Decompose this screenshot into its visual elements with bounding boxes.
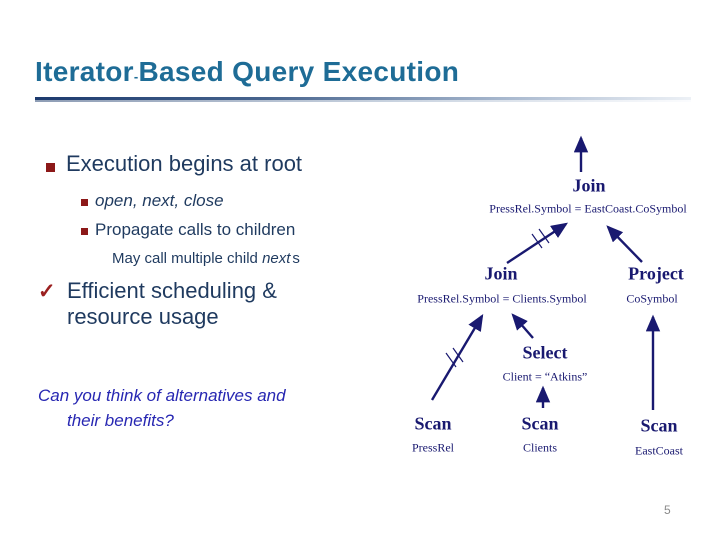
efficient-line1: Efficient scheduling &	[67, 278, 277, 303]
note-italic-next: next	[262, 250, 291, 267]
bullet-square-icon	[46, 163, 55, 172]
node-join-top: Join	[572, 175, 606, 196]
caption-project: CoSymbol	[626, 291, 678, 306]
bullet-efficient-scheduling: Efficient scheduling & resource usage	[67, 278, 277, 330]
bullet-execution-begins: Execution begins at root	[66, 151, 303, 176]
node-join-mid: Join	[484, 263, 518, 284]
question-line1: Can you think of alternatives and	[38, 386, 286, 405]
break-mark-icon	[531, 233, 543, 249]
sub-bullet-open-next-close: open, next, close	[95, 191, 224, 210]
caption-join-mid: PressRel.Symbol = Clients.Symbol	[417, 291, 587, 306]
edge-project-jointop	[606, 225, 643, 263]
query-plan-diagram: Join PressRel.Symbol = EastCoast.CoSymbo…	[390, 110, 720, 480]
slide-title-part1: Iterator	[35, 56, 134, 87]
node-project: Project	[628, 263, 684, 284]
break-mark-icon	[452, 347, 464, 363]
slide-title: Iterator-Based Query Execution	[35, 56, 459, 88]
break-mark-icon	[445, 352, 457, 368]
node-scan-clients: Scan	[521, 413, 559, 434]
slide-title-hyphen: -	[133, 69, 139, 84]
node-scan-pressrel: Scan	[414, 413, 452, 434]
slide-title-part2: Based Query Execution	[138, 56, 460, 87]
question-text: Can you think of alternatives and their …	[38, 383, 286, 433]
note-prefix: May call multiple child	[112, 250, 263, 267]
title-underline-dark	[35, 97, 691, 100]
sub-bullet-propagate: Propagate calls to children	[95, 220, 296, 239]
page-number: 5	[664, 503, 671, 517]
caption-select: Client = “Atkins”	[502, 369, 588, 384]
diagram-arrows	[430, 135, 661, 410]
caption-scan-eastcoast: EastCoast	[635, 443, 683, 458]
bullet-square-icon	[81, 228, 88, 235]
title-underline	[35, 97, 691, 102]
edge-joinmid-jointop	[506, 222, 569, 265]
checkmark-icon: ✓	[38, 280, 56, 303]
caption-scan-pressrel: PressRel	[412, 440, 454, 455]
edge-scanpressrel-joinmid	[430, 313, 484, 401]
bullet-square-icon	[81, 199, 88, 206]
break-mark-icon	[538, 228, 550, 244]
edge-select-joinmid	[511, 313, 534, 339]
caption-scan-clients: Clients	[522, 440, 558, 455]
caption-join-top: PressRel.Symbol = EastCoast.CoSymbol	[489, 201, 687, 216]
title-underline-light	[35, 100, 691, 102]
efficient-line2: resource usage	[67, 304, 219, 329]
note-suffix: s	[292, 250, 300, 267]
question-line2: their benefits?	[67, 411, 174, 430]
node-select: Select	[522, 342, 568, 363]
node-scan-eastcoast: Scan	[640, 415, 678, 436]
